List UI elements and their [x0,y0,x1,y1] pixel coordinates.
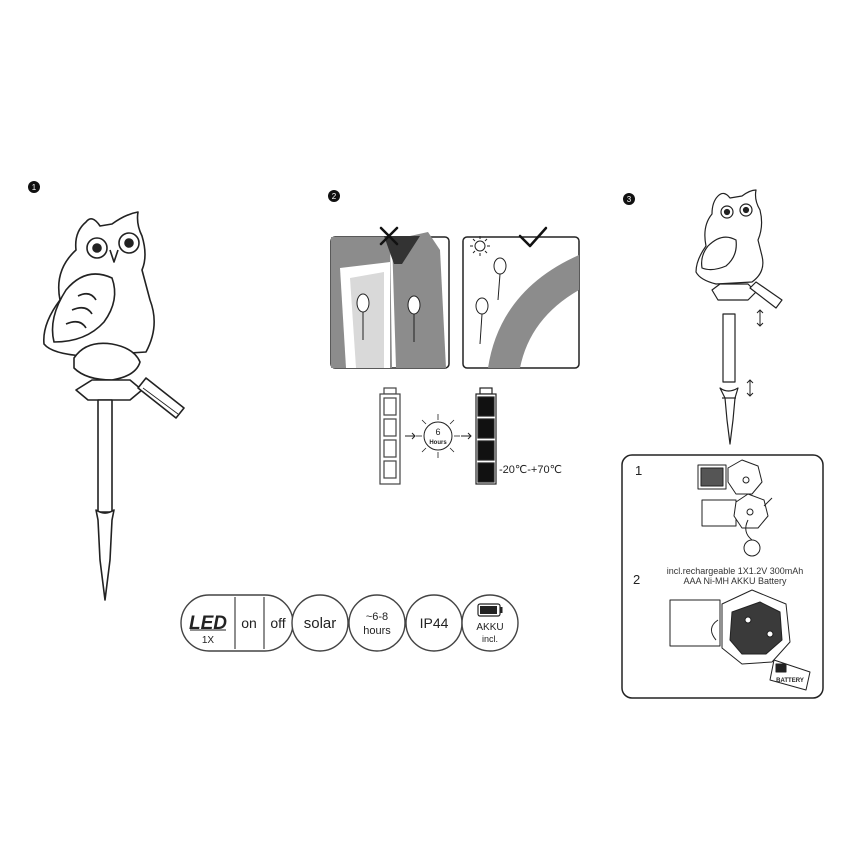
battery-icon [477,603,503,617]
cross-icon [379,226,399,246]
led-on-off-badge: LED 1X on off [180,594,294,652]
step-2-marker [328,190,340,202]
hours-badge: ~6-8 hours [348,594,406,652]
ip-rating-badge: IP44 [405,594,463,652]
correct-placement-panel [462,226,580,369]
owl-assembly-illustration [695,189,783,445]
step-3-number: 3 [627,195,632,204]
hours-range-label: ~6-8 [366,611,388,623]
akku-label: AKKU [476,622,503,633]
step-2-group: 2 [328,190,580,485]
led-count: 1X [202,635,215,646]
charging-hours-badge: 6 Hours [416,414,460,458]
step-1-group: 1 [28,181,185,601]
feature-icons-row: LED 1X on off solar ~6-8 hours IP44 [180,594,519,652]
wrong-placement-panel [330,226,450,369]
solar-badge: solar [291,594,349,652]
battery-note-line2: AAA Ni-MH AKKU Battery [683,576,787,586]
sub-step-1: 1 [635,463,642,478]
hours-word: Hours [429,440,447,446]
akku-badge: AKKU incl. [461,594,519,652]
battery-note-line1: incl.rechargeable 1X1.2V 300mAh [667,566,804,576]
hours-unit-label: hours [363,625,391,637]
up-down-arrow-icon [756,309,764,327]
step-3-marker [623,193,635,205]
empty-battery-icon [379,387,401,485]
sun-icon [470,236,490,256]
temperature-range: -20℃-+70℃ [499,464,562,476]
up-down-arrow-icon [746,379,754,397]
step-3-group: 3 1 [621,189,824,699]
led-label: LED [189,613,227,634]
solar-panel [137,377,185,419]
battery-instructions-box: 1 incl.rechargeable 1X1.2V 300mAh AAA Ni… [621,454,824,699]
off-label: off [270,615,285,631]
owl-stake-illustration [43,211,185,601]
solar-label: solar [304,615,337,632]
sub-step-2: 2 [633,572,640,587]
hours-number: 6 [435,427,440,437]
step-2-number: 2 [332,192,337,201]
akku-included-label: incl. [482,634,498,644]
arrow-right-icon [405,432,416,440]
ip-label: IP44 [420,615,449,631]
step-1-marker [28,181,40,193]
step-1-number: 1 [32,183,37,192]
on-label: on [241,615,257,631]
battery-label: BATTERY [776,678,804,684]
arrow-right-icon [461,432,472,440]
check-icon [518,226,548,248]
full-battery-icon [475,387,497,485]
